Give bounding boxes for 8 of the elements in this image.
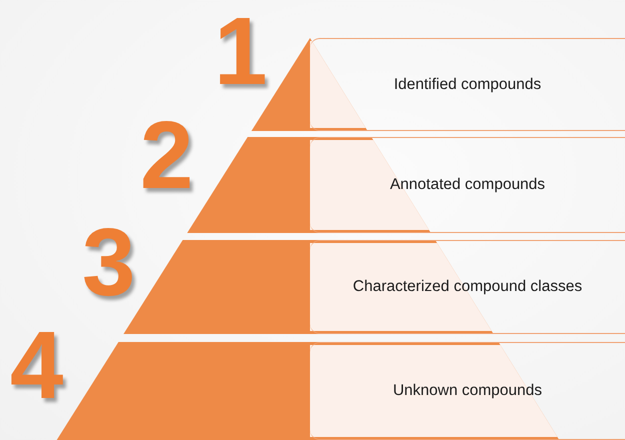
level-label: Identified compounds — [394, 76, 542, 94]
level-number: 3 — [82, 215, 136, 311]
level-label: Characterized compound classes — [352, 278, 582, 296]
level-label: Annotated compounds — [390, 176, 546, 194]
level-label: Unknown compounds — [392, 382, 542, 400]
level-number: 1 — [214, 4, 268, 100]
level-number: 2 — [140, 108, 194, 204]
level-number: 4 — [10, 318, 64, 414]
